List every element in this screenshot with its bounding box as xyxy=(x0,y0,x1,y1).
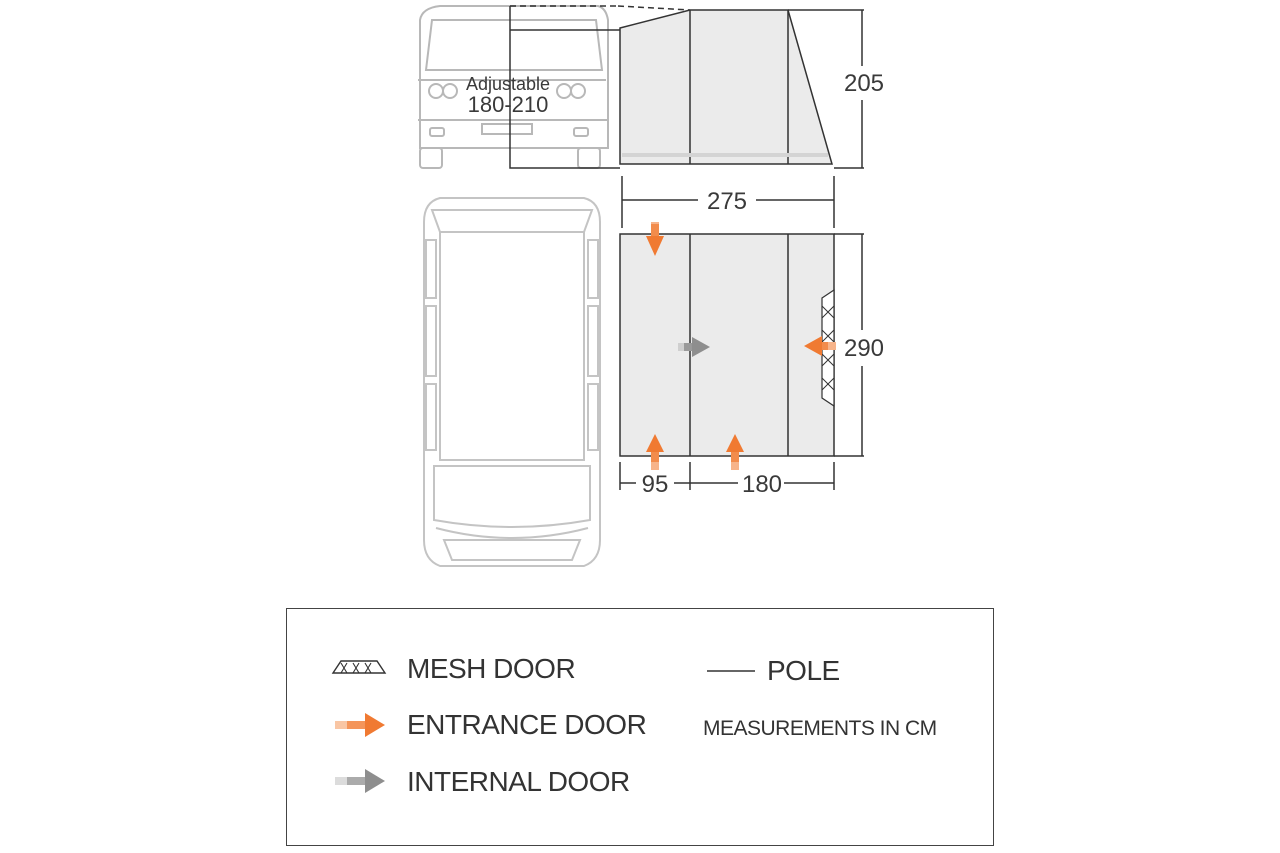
adjustable-height-guide xyxy=(509,5,691,169)
depth-dimension-line xyxy=(834,233,864,457)
depth-label: 290 xyxy=(844,335,884,362)
entrance-door-label: ENTRANCE DOOR xyxy=(407,709,647,740)
section-b-label: 180 xyxy=(742,471,782,498)
width-label: 275 xyxy=(707,188,747,215)
adjustable-label: Adjustable xyxy=(466,74,550,94)
mesh-door-label: MESH DOOR xyxy=(407,653,576,684)
mesh-door-icon xyxy=(331,660,387,674)
pole-icon xyxy=(707,670,755,672)
height-dimension-line xyxy=(788,9,864,169)
awning-front-view xyxy=(619,9,833,165)
internal-door-label: INTERNAL DOOR xyxy=(407,766,630,797)
entrance-door-arrow-bottom-left xyxy=(646,434,664,470)
measurements-note: MEASUREMENTS IN CM xyxy=(703,717,937,740)
entrance-door-arrow-top xyxy=(646,222,664,256)
entrance-door-icon xyxy=(335,713,385,737)
van-front-view xyxy=(418,5,609,169)
width-dimension-line xyxy=(621,176,835,228)
awning-top-view xyxy=(619,233,835,457)
internal-door-arrow xyxy=(678,337,710,357)
van-top-view xyxy=(423,197,601,567)
entrance-door-arrow-side xyxy=(804,336,836,356)
legend-box: MESH DOOR ENTRANCE DOOR INTERNAL DOOR PO… xyxy=(286,608,994,846)
internal-door-icon xyxy=(335,769,385,793)
entrance-door-arrow-bottom-right xyxy=(726,434,744,470)
height-label: 205 xyxy=(844,70,884,97)
section-a-label: 95 xyxy=(642,471,669,498)
pole-label: POLE xyxy=(767,655,840,686)
section-dimension-lines xyxy=(619,462,835,490)
adjustable-range-label: 180-210 xyxy=(468,92,549,117)
